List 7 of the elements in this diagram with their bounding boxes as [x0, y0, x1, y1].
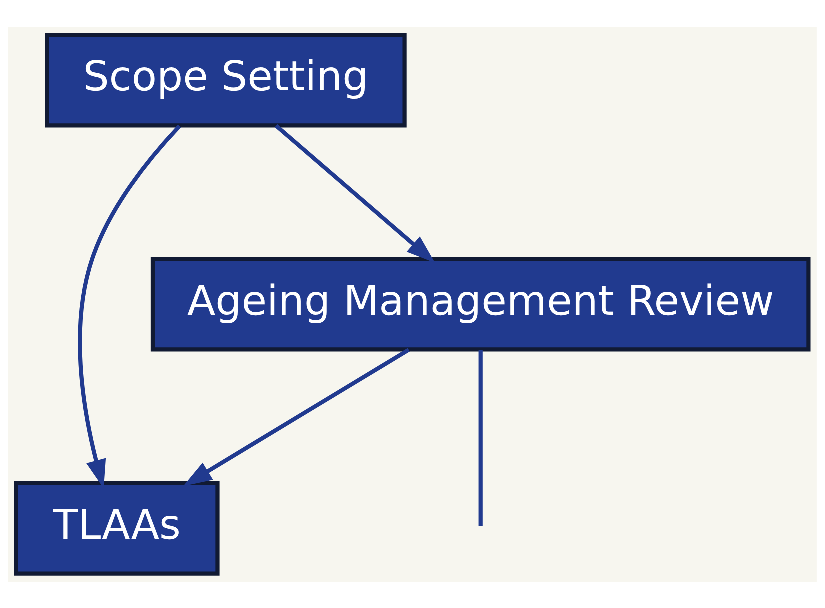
connector [478, 350, 483, 526]
node-box: Ageing Management Review [150, 256, 811, 352]
node-box: TLAAs [14, 480, 220, 576]
arrow [183, 348, 410, 486]
arrow [78, 124, 182, 488]
node-box: Scope Setting [45, 32, 407, 128]
arrow [274, 124, 436, 263]
